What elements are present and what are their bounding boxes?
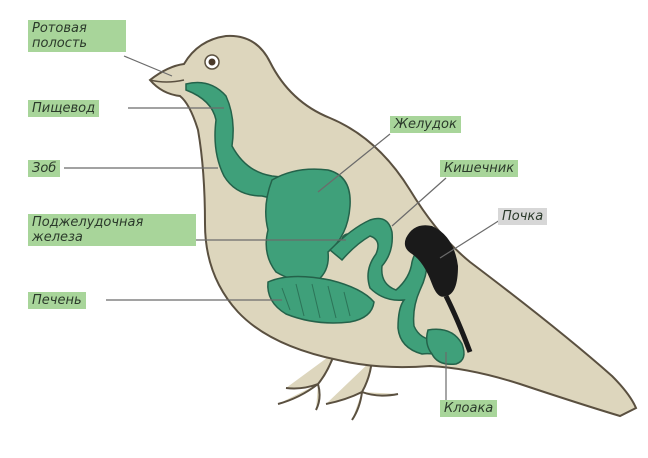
label-crop: Зоб — [28, 160, 60, 177]
label-esophagus: Пищевод — [28, 100, 99, 117]
label-mouth-cavity: Ротовая полость — [28, 20, 126, 52]
eye — [205, 55, 219, 69]
label-cloaca: Клоака — [440, 400, 497, 417]
label-kidney: Почка — [498, 208, 547, 225]
label-stomach: Желудок — [390, 116, 461, 133]
label-pancreas: Поджелудочная железа — [28, 214, 196, 246]
label-intestine: Кишечник — [440, 160, 518, 177]
label-liver: Печень — [28, 292, 86, 309]
